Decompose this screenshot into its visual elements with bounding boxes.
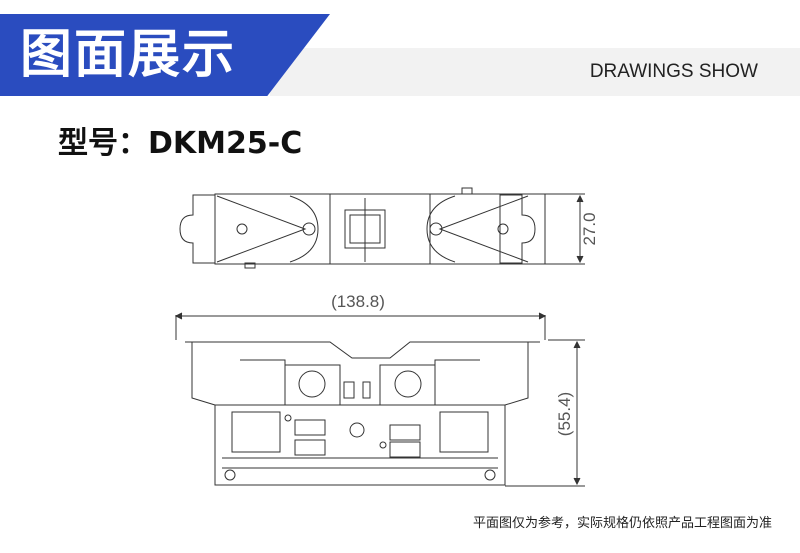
dimension-height-top: 27.0 xyxy=(580,212,599,245)
model-label: 型号： xyxy=(58,126,148,161)
model-value: DKM25-C xyxy=(148,126,303,161)
section-title: 图面展示 xyxy=(20,25,237,85)
front-view xyxy=(174,312,585,487)
model-number: 型号：DKM25-C xyxy=(58,124,302,164)
dimension-height-side: (55.4) xyxy=(555,392,574,436)
header-gray-band xyxy=(270,48,800,96)
section-subtitle: DRAWINGS SHOW xyxy=(589,61,758,82)
header-blue-band xyxy=(0,14,330,96)
footer-note: 平面图仅为参考，实际规格仍依照产品工程图面为准 xyxy=(472,516,772,531)
dimension-length: (138.8) xyxy=(331,292,385,311)
top-view xyxy=(179,187,585,269)
